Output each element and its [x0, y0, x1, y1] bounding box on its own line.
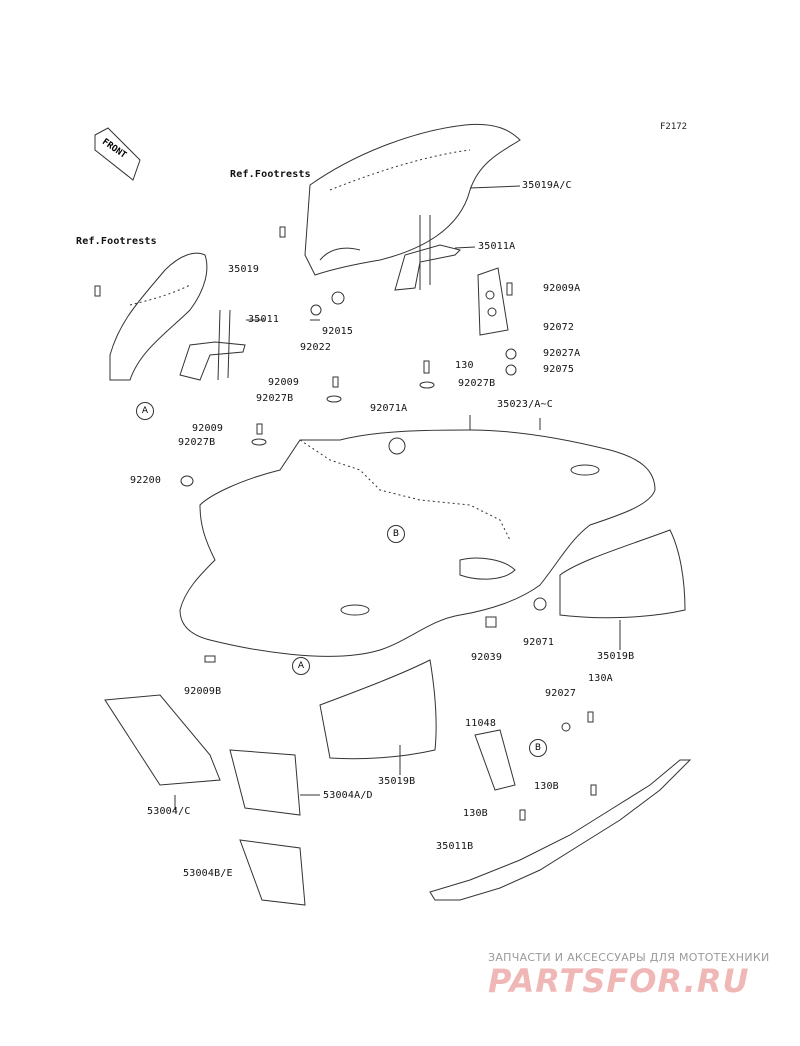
- watermark-subtitle: ЗАПЧАСТИ И АКСЕССУАРЫ ДЛЯ МОТОТЕХНИКИ: [488, 951, 770, 964]
- bolt-92009A: [506, 282, 513, 296]
- washer-92022: [310, 304, 322, 316]
- part-35011A[interactable]: 35011A: [478, 241, 516, 252]
- part-92015[interactable]: 92015: [322, 326, 354, 337]
- part-92022[interactable]: 92022: [300, 342, 332, 353]
- nut-92075: [505, 364, 517, 376]
- part-92009-2[interactable]: 92009: [192, 423, 224, 434]
- part-35019[interactable]: 35019: [228, 264, 260, 275]
- part-92027[interactable]: 92027: [545, 688, 577, 699]
- marker-a-2: A: [292, 657, 310, 675]
- ref-footrests-left[interactable]: Ref.Footrests: [76, 236, 157, 247]
- nut-92200: [180, 475, 194, 487]
- part-92075[interactable]: 92075: [543, 364, 575, 375]
- part-92072[interactable]: 92072: [543, 322, 575, 333]
- bolt-92009: [332, 376, 339, 388]
- part-35023[interactable]: 35023/A~C: [497, 399, 553, 410]
- nut-92015: [331, 291, 345, 305]
- grommet-92071A: [388, 437, 406, 455]
- part-35011B[interactable]: 35011B: [436, 841, 474, 852]
- ref-footrests-top[interactable]: Ref.Footrests: [230, 169, 311, 180]
- washer-92027A: [505, 348, 517, 360]
- part-92027B-1[interactable]: 92027B: [256, 393, 294, 404]
- part-53004BE[interactable]: 53004B/E: [183, 868, 233, 879]
- part-35019AC[interactable]: 35019A/C: [522, 180, 572, 191]
- part-35019B-right[interactable]: 35019B: [597, 651, 635, 662]
- decal-53004C: [104, 694, 221, 786]
- front-fender-right: [304, 123, 521, 276]
- washer-92027B: [419, 381, 435, 389]
- watermark-brand: PARTSFOR.RU: [488, 962, 750, 1000]
- part-92027B-top[interactable]: 92027B: [458, 378, 496, 389]
- part-92071[interactable]: 92071: [523, 637, 555, 648]
- part-130B-1[interactable]: 130B: [534, 781, 559, 792]
- part-92009B[interactable]: 92009B: [184, 686, 222, 697]
- part-92200[interactable]: 92200: [130, 475, 162, 486]
- mount-plate: [477, 267, 509, 336]
- bolt-130B-2: [519, 809, 526, 821]
- part-92009A[interactable]: 92009A: [543, 283, 581, 294]
- part-92027B-2[interactable]: 92027B: [178, 437, 216, 448]
- front-fender-left: [109, 252, 208, 381]
- decal-53004AD: [229, 749, 301, 816]
- part-53004AD[interactable]: 53004A/D: [323, 790, 373, 801]
- bracket-11048: [474, 729, 516, 791]
- part-92009-1[interactable]: 92009: [268, 377, 300, 388]
- part-130B-2[interactable]: 130B: [463, 808, 488, 819]
- bracket-35011A: [394, 244, 461, 291]
- part-130[interactable]: 130: [455, 360, 474, 371]
- bolt-92039: [485, 616, 497, 628]
- part-11048[interactable]: 11048: [465, 718, 497, 729]
- front-arrow: [94, 127, 141, 181]
- bolt-130: [423, 360, 430, 374]
- bracket-35011: [179, 341, 246, 381]
- mudflap-left: [319, 659, 437, 760]
- part-35011[interactable]: 35011: [248, 314, 280, 325]
- part-53004C[interactable]: 53004/C: [147, 806, 191, 817]
- part-130A[interactable]: 130A: [588, 673, 613, 684]
- figure-code: F2172: [660, 122, 688, 132]
- frame-tube-35011B: [429, 759, 692, 901]
- decal-53004BE: [239, 839, 306, 906]
- nut-92071: [533, 597, 547, 611]
- marker-b-1: B: [387, 525, 405, 543]
- rear-body: [179, 429, 656, 657]
- bolt-130B-1: [590, 784, 597, 796]
- part-92071A[interactable]: 92071A: [370, 403, 408, 414]
- mudflap-right: [559, 529, 686, 619]
- part-35019B-bottom[interactable]: 35019B: [378, 776, 416, 787]
- part-92039[interactable]: 92039: [471, 652, 503, 663]
- bolt-92009B: [204, 655, 216, 663]
- bolt-130A: [587, 711, 594, 723]
- marker-b-2: B: [529, 739, 547, 757]
- marker-a-1: A: [136, 402, 154, 420]
- part-92027A[interactable]: 92027A: [543, 348, 581, 359]
- washer-92027: [561, 722, 571, 732]
